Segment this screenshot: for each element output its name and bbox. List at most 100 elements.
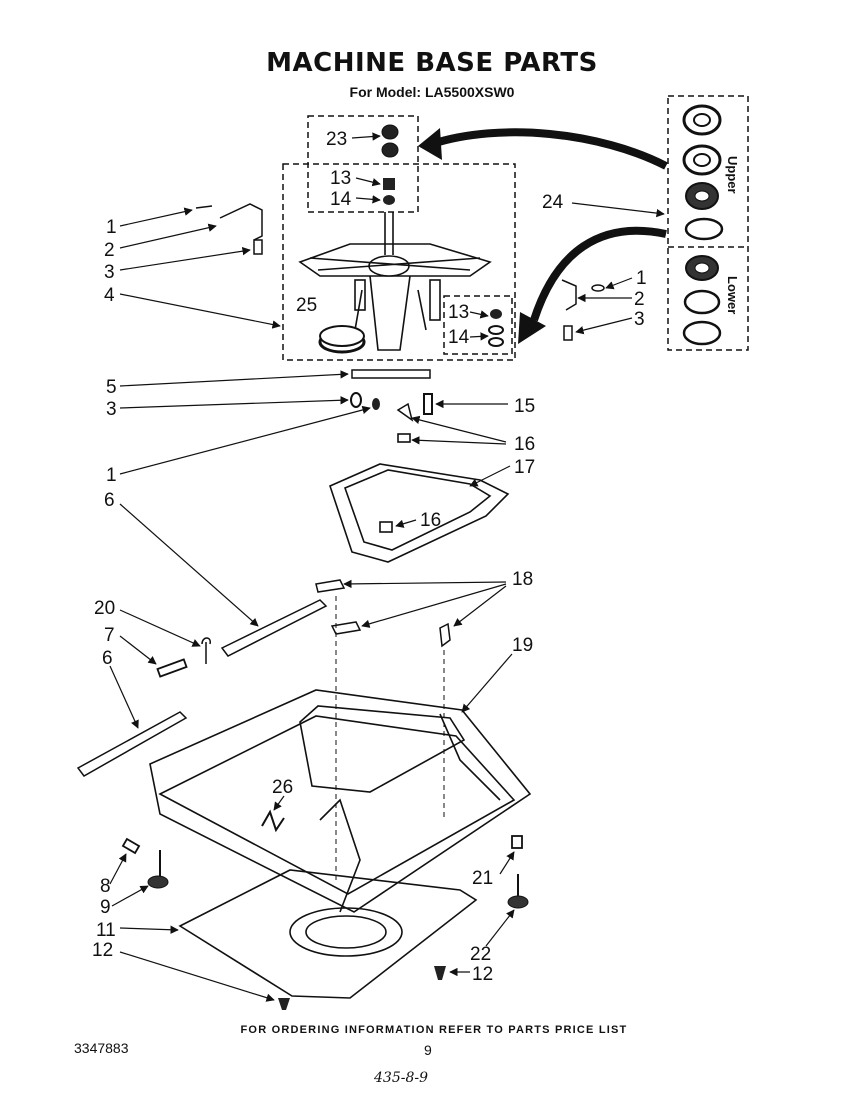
callout-1-mid: 1	[106, 465, 117, 486]
leader-5	[119, 370, 349, 387]
leader-3b	[575, 317, 633, 335]
callout-3-mid: 3	[106, 399, 117, 420]
leader-23	[351, 132, 381, 141]
transmission-assembly	[298, 212, 492, 351]
leader-11	[119, 925, 179, 934]
leg-21-22	[507, 835, 529, 909]
callout-4: 4	[104, 285, 115, 306]
callout-6-lower: 6	[102, 648, 113, 669]
handwritten-note: 435-8-9	[374, 1070, 428, 1086]
bearing-23	[381, 124, 399, 158]
leader-22	[485, 909, 515, 947]
clip-26	[261, 809, 285, 833]
leader-21	[499, 851, 515, 875]
ordering-note: FOR ORDERING INFORMATION REFER TO PARTS …	[240, 1024, 628, 1036]
leader-18c	[453, 585, 507, 627]
page-title: MACHINE BASE PARTS	[266, 48, 598, 78]
agitator-shaft-box	[282, 163, 516, 361]
callout-20: 20	[94, 598, 115, 619]
upper-label: Upper	[725, 156, 740, 194]
callout-1-left: 1	[106, 217, 117, 238]
upper-curved-arrow	[430, 128, 668, 170]
callout-24: 24	[542, 192, 564, 213]
leader-1a	[119, 207, 193, 227]
leader-20	[119, 609, 201, 647]
rail-6b	[76, 711, 188, 777]
callout-18: 18	[512, 569, 533, 590]
screw-12b	[434, 966, 446, 980]
callout-8: 8	[100, 876, 111, 897]
leader-6a	[119, 503, 259, 627]
lower-arrowhead	[518, 312, 546, 344]
callout-14-lower: 14	[448, 327, 470, 348]
callout-5: 5	[106, 377, 117, 398]
leader-18b	[361, 583, 507, 628]
callout-13-lower: 13	[448, 302, 469, 323]
washer-14-lower-a	[488, 325, 504, 335]
callout-12-left: 12	[92, 940, 113, 961]
leader-14a	[355, 195, 381, 204]
callout-6-upper: 6	[104, 490, 115, 511]
washer-14-lower-b	[488, 337, 504, 347]
leader-1c	[119, 405, 371, 475]
leg-8-9	[121, 837, 169, 889]
pad-16	[396, 402, 414, 422]
callout-3-right: 3	[634, 309, 645, 330]
leader-3c	[119, 396, 349, 409]
callout-11: 11	[96, 920, 116, 941]
leader-6b	[109, 665, 139, 729]
callout-19: 19	[512, 635, 533, 656]
lower-bearing-box	[443, 295, 513, 355]
callout-25: 25	[296, 295, 317, 316]
leader-24	[571, 202, 665, 218]
callout-16-upper: 16	[514, 434, 535, 455]
callout-22: 22	[470, 944, 491, 965]
leader-18a	[343, 579, 507, 589]
base-frame-19	[149, 689, 532, 913]
leader-14b	[469, 332, 489, 341]
callout-2-right: 2	[634, 289, 645, 310]
pad-18c	[439, 622, 451, 648]
callout-3-left: 3	[104, 262, 115, 283]
leader-3a	[119, 246, 251, 271]
leader-17	[469, 465, 511, 487]
leader-13a	[355, 177, 381, 187]
frame-17	[329, 433, 510, 563]
leader-16c	[395, 519, 417, 528]
base-plate-11	[178, 869, 478, 999]
screw-12a	[278, 998, 290, 1010]
callout-23: 23	[326, 129, 347, 150]
washer-14	[383, 195, 395, 205]
clip-3	[350, 392, 362, 408]
document-number: 3347883	[74, 1040, 129, 1056]
screw-1	[372, 398, 380, 410]
callout-15: 15	[514, 396, 535, 417]
spring-15	[423, 393, 433, 415]
bearing-kit-inset	[667, 95, 749, 351]
spring-20	[201, 637, 211, 664]
leader-7	[119, 635, 157, 665]
bracket-right	[561, 279, 605, 341]
leader-16b	[411, 436, 507, 445]
pin-7	[156, 658, 188, 678]
bracket-left	[195, 203, 263, 255]
callout-21: 21	[472, 868, 493, 889]
callout-1-right: 1	[636, 268, 647, 289]
leader-1b	[605, 277, 633, 290]
leader-8	[109, 853, 127, 885]
brace-5	[351, 369, 431, 379]
callout-26: 26	[272, 777, 293, 798]
seal-25	[318, 325, 366, 354]
leader-4	[119, 293, 281, 329]
leader-12a	[119, 951, 275, 1002]
bearing-13	[383, 178, 395, 190]
leader-13b	[469, 310, 489, 319]
upper-arrowhead	[418, 128, 442, 160]
callout-17: 17	[514, 457, 535, 478]
callout-13-upper: 13	[330, 168, 351, 189]
lower-curved-arrow	[530, 226, 667, 322]
leader-2a	[119, 223, 217, 249]
bearing-13-lower	[490, 309, 502, 319]
pad-18a	[315, 579, 346, 593]
rail-6a	[220, 599, 328, 657]
